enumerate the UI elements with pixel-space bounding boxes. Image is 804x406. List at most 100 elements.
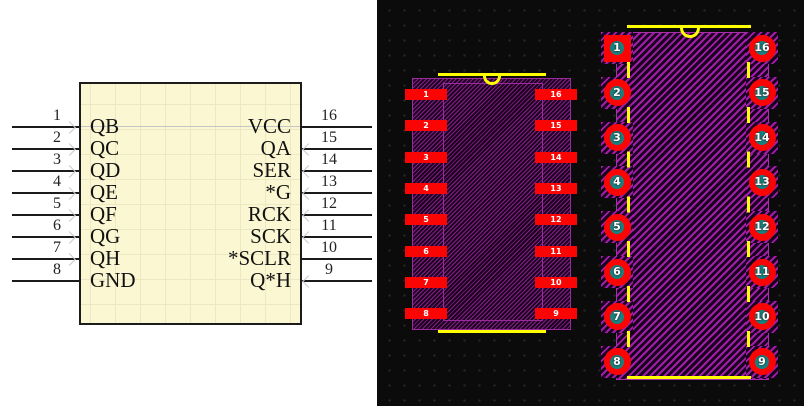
dip-silkscreen-dashed-left bbox=[627, 62, 630, 348]
soic-pin1-notch-icon bbox=[483, 75, 501, 85]
smd-pad[interactable]: 4 bbox=[405, 182, 447, 194]
smd-pad[interactable]: 12 bbox=[535, 214, 577, 226]
drill-hole bbox=[755, 309, 769, 324]
smd-pad[interactable]: 13 bbox=[535, 182, 577, 194]
smd-pad[interactable]: 11 bbox=[535, 245, 577, 257]
smd-pad[interactable]: 8 bbox=[405, 308, 447, 320]
drill-hole bbox=[610, 130, 624, 145]
pin-label: SER bbox=[252, 158, 291, 182]
pin-number: 13 bbox=[321, 173, 337, 190]
pad-number: 5 bbox=[613, 220, 621, 234]
pad-number: 9 bbox=[758, 354, 766, 368]
pad-number: 11 bbox=[754, 265, 770, 278]
pin-label: QA bbox=[260, 136, 291, 160]
soic-silkscreen-top bbox=[438, 73, 546, 76]
pin-wire[interactable] bbox=[302, 148, 372, 150]
schematic-canvas: 1 QB 2 QC 3 QD bbox=[0, 0, 377, 406]
dip-body-hatch[interactable] bbox=[616, 32, 769, 380]
drill-hole bbox=[755, 85, 769, 100]
pin-label: QG bbox=[90, 224, 121, 248]
drill-hole bbox=[610, 85, 624, 100]
pin-wire[interactable] bbox=[12, 192, 79, 194]
smd-pad[interactable]: 10 bbox=[535, 276, 577, 288]
pin-wire[interactable] bbox=[302, 258, 372, 260]
smd-pad[interactable]: 9 bbox=[535, 308, 577, 320]
drill-hole bbox=[755, 41, 769, 55]
pin-number: 8 bbox=[53, 261, 61, 278]
soic-body-outline bbox=[443, 83, 543, 321]
drill-hole bbox=[755, 175, 769, 190]
pin-number: 4 bbox=[53, 173, 61, 190]
pad-number: 2 bbox=[613, 85, 621, 99]
pin-wire[interactable] bbox=[12, 258, 79, 260]
dip-silkscreen-top bbox=[627, 25, 751, 28]
pin-label: QH bbox=[90, 246, 121, 270]
pin-label: QD bbox=[90, 158, 121, 182]
symbol-left-pins: 1 QB 2 QC 3 QD bbox=[0, 0, 377, 406]
pad-number: 16 bbox=[754, 41, 770, 54]
smd-pad[interactable]: 1 bbox=[405, 89, 447, 100]
drill-hole bbox=[610, 309, 624, 324]
pin-wire[interactable] bbox=[12, 126, 79, 128]
pin-number: 6 bbox=[53, 217, 61, 234]
pin-label: QC bbox=[90, 136, 120, 160]
smd-pad[interactable]: 6 bbox=[405, 245, 447, 257]
smd-pad[interactable]: 15 bbox=[535, 120, 577, 132]
pin-wire[interactable] bbox=[12, 148, 79, 150]
smd-pad[interactable]: 5 bbox=[405, 214, 447, 226]
symbol-right-pins: 16 VCC 15 QA 1 4 SER bbox=[0, 0, 377, 406]
pad-number: 12 bbox=[754, 220, 770, 234]
soic-courtyard-hatch[interactable] bbox=[412, 78, 571, 330]
pcb-canvas: 1 2 3 4 5 6 7 8 16 bbox=[377, 0, 804, 406]
pad-number: 8 bbox=[613, 354, 621, 368]
pin-label: QF bbox=[90, 202, 117, 226]
pad-number: 7 bbox=[613, 309, 621, 323]
pin-label: VCC bbox=[247, 114, 291, 138]
pad-number: 10 bbox=[754, 309, 770, 323]
pad-number: 4 bbox=[613, 175, 621, 189]
pin-label: *G bbox=[265, 180, 291, 204]
pin-number: 1 bbox=[53, 107, 61, 124]
smd-pad[interactable]: 16 bbox=[535, 89, 577, 100]
pin-arrow-icon bbox=[302, 142, 315, 156]
pad-number: 14 bbox=[754, 130, 770, 144]
drill-hole bbox=[610, 220, 624, 235]
pin-arrow-icon bbox=[302, 186, 315, 200]
smd-pad[interactable]: 2 bbox=[405, 120, 447, 132]
pin-wire[interactable] bbox=[302, 126, 372, 128]
pin-arrow-icon bbox=[302, 230, 315, 244]
drill-hole bbox=[755, 220, 769, 235]
smd-pad[interactable]: 7 bbox=[405, 276, 447, 288]
smd-pad[interactable]: 3 bbox=[405, 151, 447, 163]
pin-wire[interactable] bbox=[12, 280, 79, 282]
drill-hole bbox=[755, 130, 769, 145]
pad-number: 3 bbox=[613, 130, 621, 144]
drill-hole bbox=[755, 354, 769, 369]
pin-number: 12 bbox=[321, 195, 337, 212]
pin-wire[interactable] bbox=[302, 236, 372, 238]
pin-number: 2 bbox=[53, 129, 61, 146]
pin-arrow-icon bbox=[302, 164, 315, 178]
pin-wire[interactable] bbox=[12, 170, 79, 172]
pin-number: 3 bbox=[53, 151, 61, 168]
smd-pad[interactable]: 14 bbox=[535, 151, 577, 163]
pin-arrow-icon bbox=[302, 274, 315, 288]
pin-wire[interactable] bbox=[302, 170, 372, 172]
pin-number: 15 bbox=[321, 129, 337, 146]
soic-silkscreen-bottom bbox=[438, 330, 546, 333]
pin-wire[interactable] bbox=[302, 214, 372, 216]
drill-hole bbox=[610, 265, 624, 279]
pin-number: 10 bbox=[321, 239, 337, 256]
pin-wire[interactable] bbox=[12, 214, 79, 216]
pin-wire[interactable] bbox=[12, 236, 79, 238]
pin-label: GND bbox=[90, 268, 136, 292]
pin-label: Q*H bbox=[250, 268, 291, 292]
ic-symbol-body[interactable] bbox=[79, 82, 302, 325]
pin-number: 5 bbox=[53, 195, 61, 212]
dip-pin1-notch-icon bbox=[680, 27, 700, 38]
pin-number: 16 bbox=[321, 107, 337, 124]
pad-number: 1 bbox=[613, 41, 621, 54]
pin-wire[interactable] bbox=[302, 192, 372, 194]
pin-wire[interactable] bbox=[302, 280, 372, 282]
